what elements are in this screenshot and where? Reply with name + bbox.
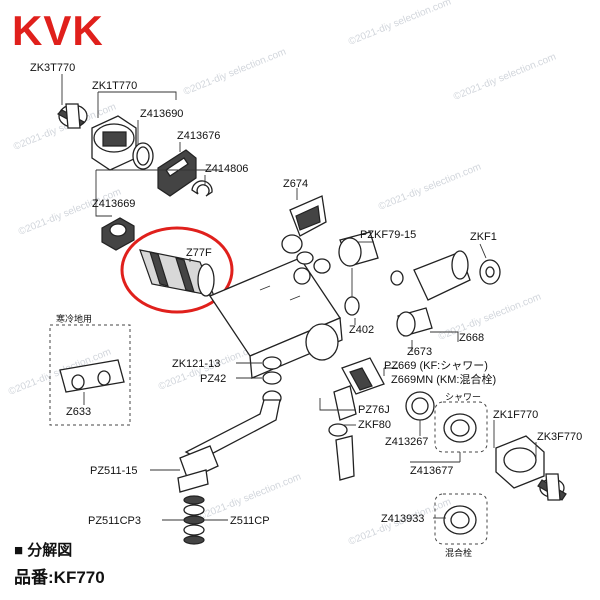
label-pz42: PZ42: [200, 373, 226, 385]
label-cold-region: 寒冷地用: [56, 313, 92, 324]
leader-lines: [296, 188, 487, 352]
part-zk1t770-drawing: [91, 115, 137, 171]
watermark-text: ©2021-diy selection.com: [377, 162, 483, 213]
part-pz511cp3-drawing: [183, 495, 205, 545]
part-zk3t770-drawing: [57, 103, 88, 129]
label-zk121-13: ZK121-13: [172, 358, 220, 370]
label-zkf80: ZKF80: [358, 419, 391, 431]
part-z413690-drawing: [132, 142, 154, 170]
part-pzkf79-drawing: [293, 231, 379, 316]
part-z674-drawing: [281, 195, 327, 265]
part-zk1f770-drawing: [495, 435, 545, 489]
label-z673: Z673: [407, 346, 432, 358]
leader-lines: [236, 362, 262, 379]
part-mixer-ring-drawing: [443, 505, 477, 535]
leader-lines: [319, 367, 421, 436]
label-shower: シャワー: [445, 392, 481, 402]
label-z414806: Z414806: [205, 163, 248, 175]
watermark-text: ©2021-diy selection.com: [347, 0, 453, 48]
watermark-text: ©2021-diy selection.com: [452, 52, 558, 103]
label-z669mn: Z669MN (KM:混合栓): [391, 372, 496, 386]
part-z633-drawing: [59, 359, 125, 393]
part-zk121-pz42-drawing: [262, 356, 282, 385]
label-pz669: PZ669 (KF:シャワー): [384, 360, 488, 372]
section-heading: ■ 分解図: [14, 541, 72, 559]
label-pzkf79-15: PZKF79-15: [360, 229, 416, 241]
label-z413267: Z413267: [385, 436, 428, 448]
part-shower-ring-drawing: [443, 413, 477, 443]
mixer-option-box: [434, 493, 488, 545]
label-z511cp: Z511CP: [230, 515, 270, 527]
watermark-text: ©2021-diy selection.com: [437, 292, 543, 343]
label-pz511-15: PZ511-15: [90, 465, 138, 477]
label-z413677: Z413677: [410, 465, 453, 477]
part-z414806-drawing: [191, 180, 213, 197]
part-z413669-drawing: [101, 217, 135, 251]
label-z674: Z674: [283, 178, 308, 190]
label-zkf1: ZKF1: [470, 231, 497, 243]
label-z413933: Z413933: [381, 513, 424, 525]
part-pz669-drawing: [328, 357, 385, 481]
watermark-text: ©2021-diy selection.com: [182, 47, 288, 98]
label-z402: Z402: [349, 324, 374, 336]
label-z77f: Z77F: [186, 247, 212, 259]
shower-option-box: [434, 401, 488, 453]
label-z668: Z668: [459, 332, 484, 344]
part-pz511-15-drawing: [177, 390, 282, 493]
part-z413676-drawing: [157, 149, 197, 197]
label-zk1t770: ZK1T770: [92, 80, 137, 92]
label-zk3t770: ZK3T770: [30, 62, 75, 74]
highlight-circle: [120, 226, 234, 314]
part-zkf1-drawing: [390, 250, 501, 337]
part-zk3f770-drawing: [537, 473, 567, 501]
label-mixer: 混合栓: [445, 547, 472, 558]
label-pz511cp3: PZ511CP3: [88, 515, 141, 527]
leader-lines: [410, 420, 537, 463]
label-z633: Z633: [66, 406, 91, 418]
part-z77f-drawing: [139, 249, 215, 297]
label-z413676: Z413676: [177, 130, 220, 142]
leader-lines: [61, 74, 220, 262]
label-zk1f770: ZK1F770: [493, 409, 538, 421]
label-z413669: Z413669: [92, 198, 135, 210]
label-pz76j: PZ76J: [358, 404, 390, 416]
model-number: 品番:KF770: [14, 568, 105, 587]
label-zk3f770: ZK3F770: [537, 431, 582, 443]
kvk-logo: KVK: [12, 7, 104, 54]
label-z413690: Z413690: [140, 108, 183, 120]
part-z413267-drawing: [405, 391, 435, 421]
